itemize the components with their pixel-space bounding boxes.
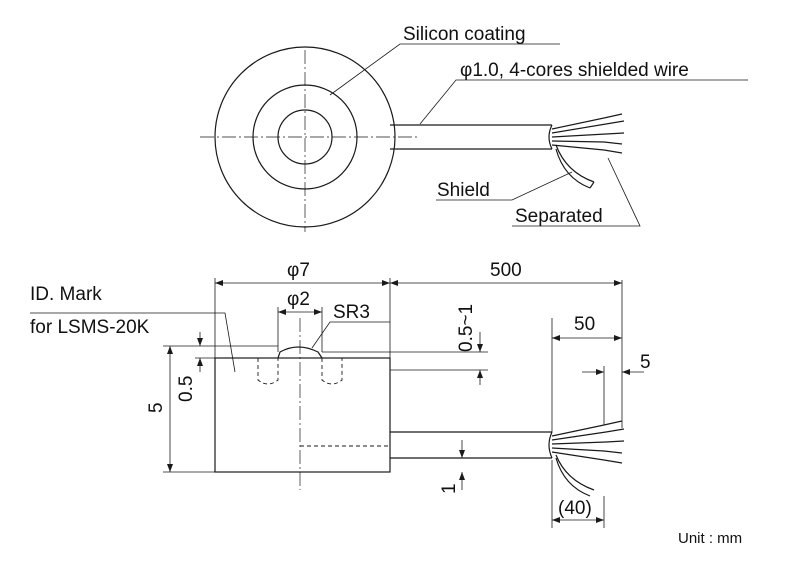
phi7-label: φ7	[287, 260, 310, 281]
outer-body-circle	[214, 46, 396, 228]
d5-right-label: 5	[640, 352, 651, 373]
top-view: Silicon coating φ1.0, 4-cores shielded w…	[200, 24, 748, 232]
wire-label: φ1.0, 4-cores shielded wire	[460, 60, 689, 81]
silicon-coating-circle	[252, 84, 358, 190]
d5-left-label: 5	[146, 402, 167, 413]
separated-leader	[512, 157, 641, 227]
top-wires	[551, 113, 625, 189]
side-cable-end	[548, 431, 553, 459]
sr3-label: SR3	[333, 302, 370, 323]
shield-label: Shield	[437, 180, 490, 201]
hidden-hole-left	[257, 358, 279, 385]
id-mark-label: ID. Mark	[30, 284, 102, 305]
top-cable-end	[548, 124, 553, 150]
button-circle	[277, 109, 333, 165]
body-rect	[214, 357, 391, 473]
side-wires	[551, 420, 625, 497]
silicon-coating-label: Silicon coating	[403, 24, 526, 45]
hidden-hole-right	[321, 358, 343, 385]
button-dome	[277, 346, 323, 359]
phi2-label: φ2	[287, 289, 310, 310]
d500-label: 500	[490, 260, 522, 281]
shield-leader	[436, 171, 573, 201]
wire-leader	[419, 79, 748, 125]
d50-label: 50	[574, 314, 595, 335]
unit-label: Unit : mm	[678, 530, 742, 547]
separated-label: Separated	[515, 206, 603, 227]
d05-1-label: 0.5~1	[456, 304, 477, 352]
side-view: φ7 500 φ2 SR3 ID. Mark for LSMS-20K 0.5~…	[30, 260, 742, 547]
d1-label: 1	[439, 483, 460, 494]
for-model-label: for LSMS-20K	[30, 317, 150, 338]
d05-left-label: 0.5	[176, 376, 197, 402]
id-mark-leader	[30, 312, 236, 373]
sr3-leader	[311, 321, 390, 349]
d40-label: (40)	[558, 498, 592, 519]
silicon-leader	[329, 43, 560, 96]
